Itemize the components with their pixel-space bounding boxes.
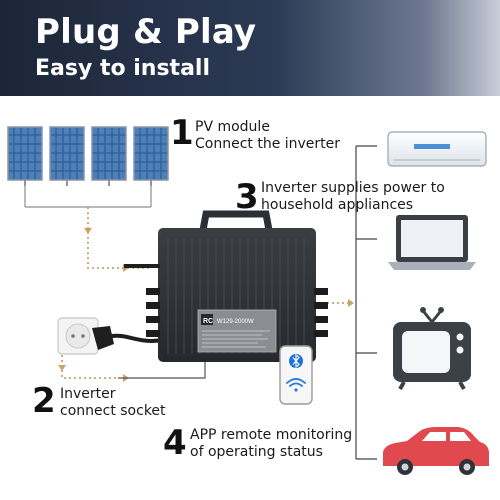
step-2-label: Inverter connect socket: [60, 386, 166, 420]
smartphone-icon: [279, 345, 313, 405]
step-2-line-1: Inverter: [60, 386, 116, 402]
inverter-brand: RC: [203, 318, 213, 325]
microinverter-icon: [124, 210, 328, 362]
step-3-line-1: Inverter supplies power to: [261, 180, 445, 196]
solar-panel-icon: [91, 126, 127, 186]
panel-to-inverter-arrow: [87, 207, 150, 269]
socket-to-inverter-arrow: [61, 355, 118, 379]
step-4-line-1: APP remote monitoring: [190, 427, 353, 443]
step-3-label: Inverter supplies power to household app…: [261, 180, 445, 214]
header-subtitle: Easy to install: [35, 56, 211, 81]
solar-panel-icon: [133, 126, 169, 186]
inverter-model: W129-2000W: [217, 319, 254, 325]
bluetooth-icon: [289, 353, 303, 369]
step-3-line-2: household appliances: [261, 197, 414, 213]
step-2-number: 2: [32, 381, 56, 421]
header-title: Plug & Play: [35, 12, 257, 52]
step-1-number: 1: [170, 113, 194, 153]
television-icon: [393, 307, 471, 390]
laptop-icon: [388, 215, 476, 270]
step-1-label: PV module Connect the inverter: [195, 119, 340, 153]
wall-socket-icon: [57, 317, 99, 355]
step-4-line-2: of operating status: [190, 444, 323, 460]
pv-module-group: [7, 126, 169, 186]
flow-arrows: [61, 207, 348, 379]
step-4-label: APP remote monitoring of operating statu…: [190, 427, 352, 461]
car-icon: [383, 427, 489, 475]
step-1-line-1: PV module: [195, 119, 270, 135]
step-1-line-2: Connect the inverter: [195, 136, 341, 152]
air-conditioner-icon: [387, 131, 487, 167]
panel-wiring: [24, 186, 152, 208]
socket-cable: [118, 360, 206, 379]
wifi-icon: [286, 378, 306, 392]
step-3-number: 3: [235, 177, 259, 217]
header-banner: Plug & Play Easy to install: [0, 0, 500, 96]
step-4-number: 4: [163, 423, 187, 463]
plug-icon: [92, 326, 163, 350]
step-2-line-2: connect socket: [60, 403, 166, 419]
solar-panel-icon: [49, 126, 85, 186]
solar-panel-icon: [7, 126, 43, 186]
appliance-distribution-line: [355, 145, 377, 460]
